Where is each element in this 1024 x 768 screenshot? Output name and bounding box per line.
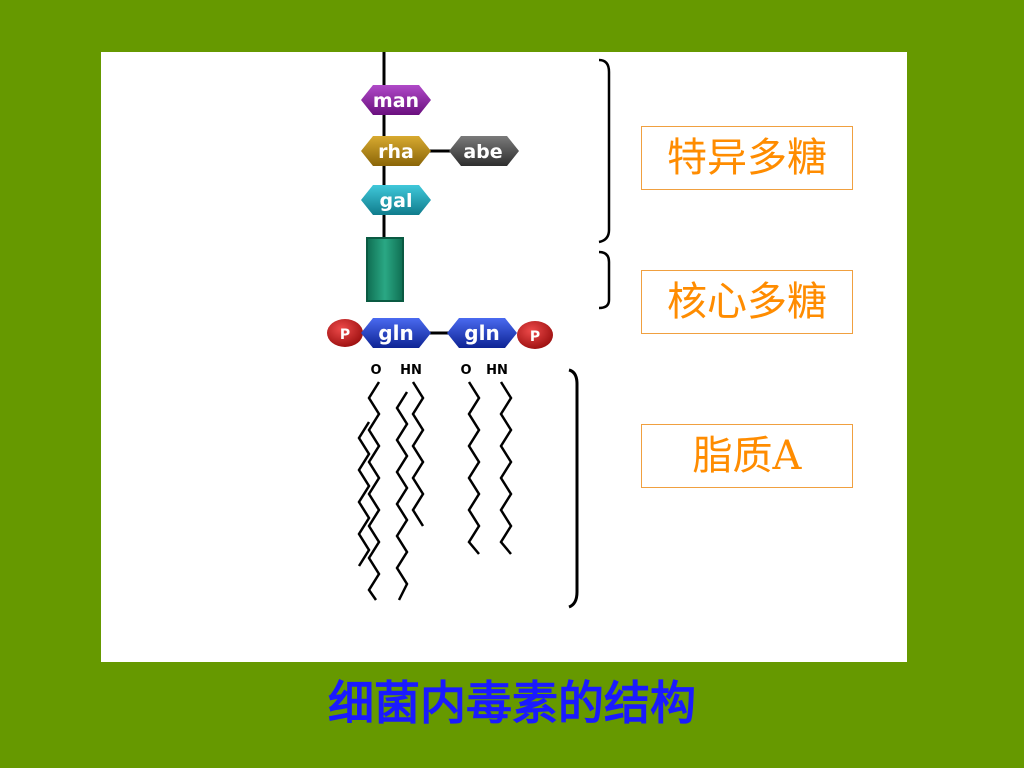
phosphate-left: P [327,319,363,347]
core-block [366,237,404,302]
fatty-acid-chain [411,381,425,527]
label-lipid-a: 脂质A [641,424,853,488]
fatty-acid-chain [357,421,371,567]
hn-left-label: HN [400,363,422,378]
gal-label: gal [380,190,413,212]
phosphate-right: P [517,321,553,349]
lps-structure-diagram: man rha abe gal P gln [327,52,611,609]
gln-right-sugar: gln [447,318,517,348]
rha-sugar: rha [361,136,431,166]
label-specific-polysaccharide: 特异多糖 [641,126,853,190]
man-sugar: man [361,85,431,115]
slide-title: 细菌内毒素的结构 [328,676,696,730]
phosphate-right-label: P [530,329,540,345]
gal-sugar: gal [361,185,431,215]
brace-specific-polysaccharide [598,58,611,244]
diagram-panel: man rha abe gal P gln [101,52,907,662]
rha-label: rha [378,141,414,163]
gln-left-label: gln [378,321,413,345]
brace-lipid-a [568,368,579,609]
gln-left-sugar: gln [361,318,431,348]
brace-core-polysaccharide [598,250,611,310]
fatty-acid-chain [367,381,381,601]
abe-label: abe [463,141,502,163]
o-right-label: O [460,363,471,378]
label-core-polysaccharide: 核心多糖 [641,270,853,334]
abe-sugar: abe [449,136,519,166]
hn-right-label: HN [486,363,508,378]
phosphate-left-label: P [340,327,350,343]
fatty-acid-chain [499,381,513,555]
o-left-label: O [370,363,381,378]
gln-right-label: gln [464,321,499,345]
fatty-acid-chain [467,381,481,555]
man-label: man [373,90,419,112]
fatty-acid-chain [395,391,409,601]
fatty-acid-chains [357,381,513,601]
